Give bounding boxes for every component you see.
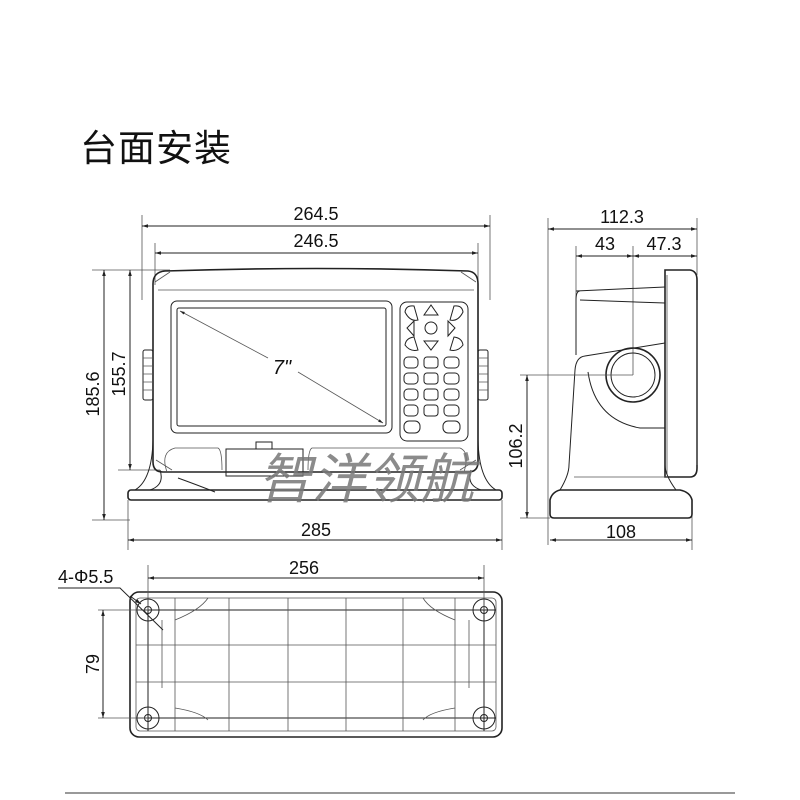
dimension-height-total: 185.6	[83, 371, 103, 416]
mounting-holes	[136, 598, 496, 730]
dimension-base-depth: 108	[606, 522, 636, 542]
front-view: 264.5 246.5 185.6 155.7 7"	[83, 204, 503, 550]
screen-size-label: 7"	[273, 357, 292, 379]
connector-cover	[225, 441, 304, 477]
hole-spec-label: 4-Φ5.5	[58, 567, 113, 587]
bottom-view: 256 79 4-Φ5.5	[58, 558, 503, 738]
dimension-width-inner: 246.5	[293, 231, 338, 251]
dimension-depth-total: 112.3	[600, 207, 644, 227]
dimension-width-outer: 264.5	[293, 204, 338, 224]
dimension-hole-spacing-x: 256	[289, 558, 319, 578]
screen	[176, 307, 387, 427]
left-knob	[142, 349, 154, 401]
side-base	[549, 489, 693, 519]
page-title: 台面安装	[80, 127, 232, 170]
dimension-hole-spacing-y: 79	[83, 654, 103, 674]
right-knob	[477, 349, 489, 401]
dimension-height-body: 155.7	[109, 351, 129, 396]
dimension-base-width: 285	[301, 520, 331, 540]
base-bottom-outline	[129, 591, 503, 738]
base-plate	[127, 489, 503, 501]
keypad	[399, 301, 469, 442]
dimension-pivot-height: 106.2	[506, 423, 526, 468]
side-view: 112.3 43 47.3 106.2 108	[506, 207, 698, 550]
keypad-buttons	[403, 304, 464, 434]
dimension-depth-rear: 47.3	[646, 234, 681, 254]
display-side-profile	[664, 269, 698, 478]
screen-bezel	[170, 300, 393, 434]
watermark: 智洋领航	[258, 448, 481, 511]
dimension-depth-front: 43	[595, 234, 615, 254]
